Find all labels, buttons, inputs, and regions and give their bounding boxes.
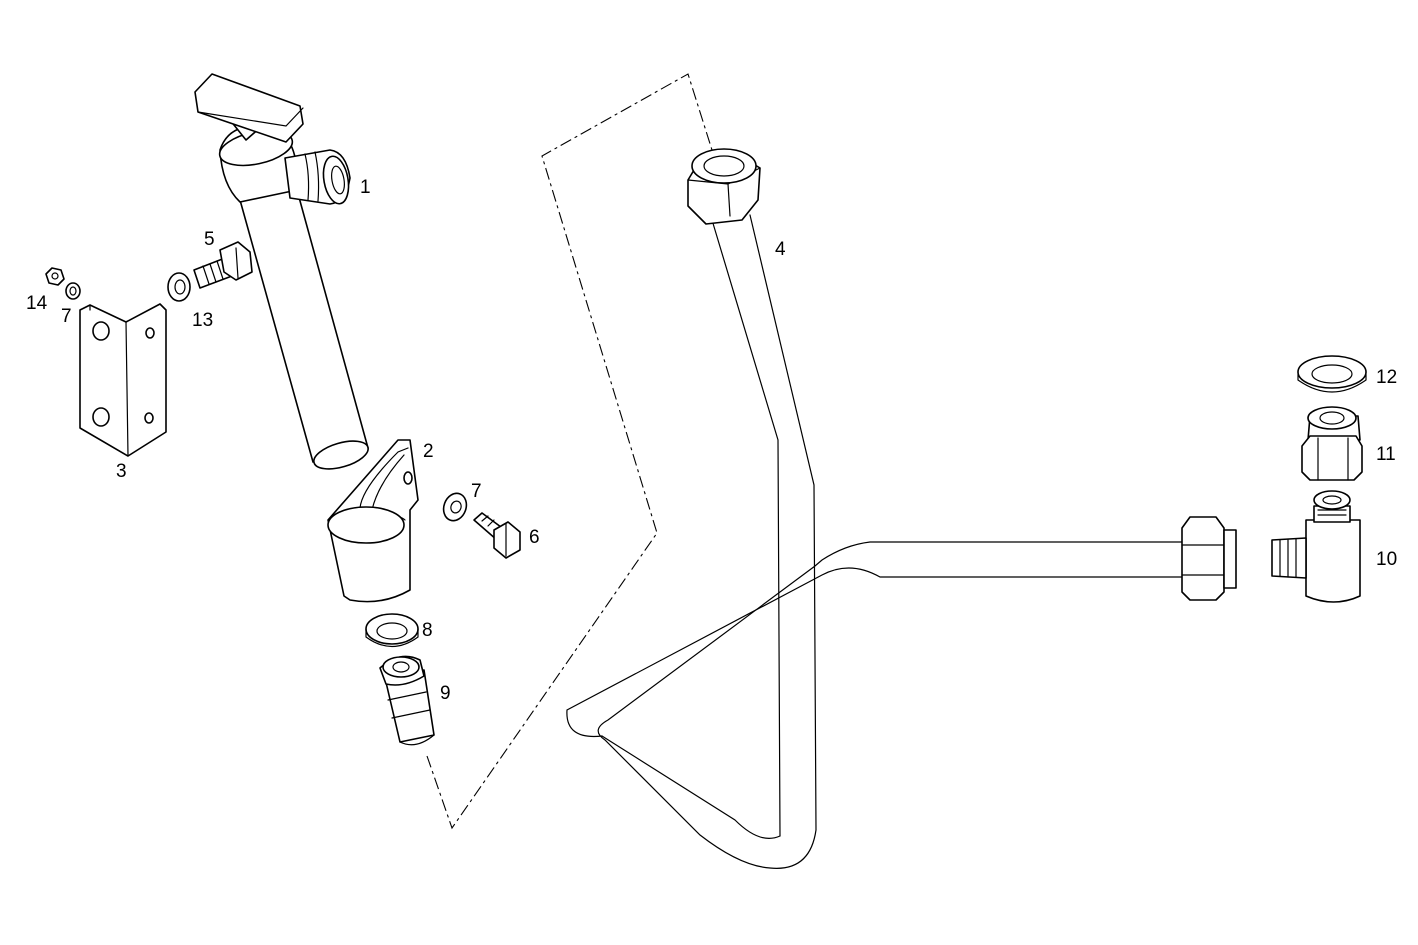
callout-12: 12 bbox=[1376, 367, 1397, 388]
callout-13: 13 bbox=[192, 310, 213, 331]
part-3-bracket bbox=[79, 303, 167, 457]
callout-7-right: 7 bbox=[471, 481, 482, 502]
callout-5: 5 bbox=[204, 229, 215, 250]
part-4-fuel-pipe bbox=[566, 148, 1237, 869]
callout-8: 8 bbox=[422, 620, 433, 641]
part-12-seal-ring bbox=[1297, 355, 1367, 393]
part-9-adapter bbox=[379, 655, 435, 746]
part-8-seal-ring bbox=[365, 613, 419, 648]
part-7-washer-right bbox=[442, 492, 468, 522]
part-10-tee-fitting bbox=[1271, 490, 1361, 603]
part-7-washer-left bbox=[65, 282, 81, 300]
assembly-guide-line bbox=[426, 73, 713, 830]
part-1-hand-pump bbox=[194, 73, 369, 470]
callout-6: 6 bbox=[529, 527, 540, 548]
callout-3: 3 bbox=[116, 461, 127, 482]
part-5-bolt bbox=[193, 241, 253, 289]
callout-11: 11 bbox=[1376, 444, 1396, 465]
part-6-bolt bbox=[473, 512, 521, 559]
callout-10: 10 bbox=[1376, 549, 1397, 570]
part-2-clamp bbox=[327, 439, 419, 603]
callout-4: 4 bbox=[775, 239, 786, 260]
callout-14: 14 bbox=[26, 293, 48, 314]
part-11-fitting bbox=[1301, 406, 1363, 481]
callout-2: 2 bbox=[423, 441, 434, 462]
part-13-washer bbox=[167, 272, 191, 302]
callout-1: 1 bbox=[360, 177, 371, 198]
part-14-nut bbox=[45, 267, 65, 286]
callout-9: 9 bbox=[440, 683, 451, 704]
callout-7-left: 7 bbox=[61, 306, 72, 327]
